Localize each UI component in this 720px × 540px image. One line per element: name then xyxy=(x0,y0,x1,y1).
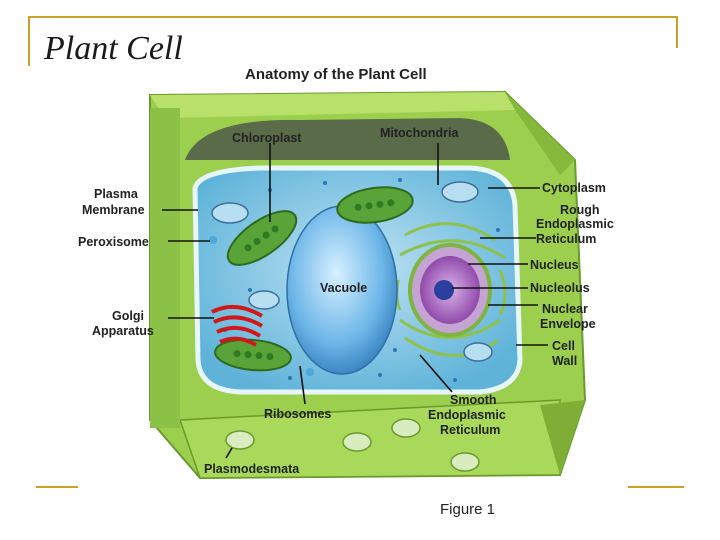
bottom-rule-left xyxy=(36,486,78,488)
label-golgi-1: Golgi xyxy=(112,309,144,323)
label-rough-er-1: Rough xyxy=(560,203,600,217)
figure-caption: Figure 1 xyxy=(440,501,495,518)
golgi-apparatus xyxy=(211,304,264,347)
nucleolus xyxy=(434,280,454,300)
label-plasma-membrane-1: Plasma xyxy=(94,187,139,201)
label-rough-er-3: Reticulum xyxy=(536,232,596,246)
label-peroxisome: Peroxisome xyxy=(78,235,149,249)
bottom-rule-right xyxy=(628,486,684,488)
label-smooth-er-2: Endoplasmic xyxy=(428,408,506,422)
label-mitochondria: Mitochondria xyxy=(380,126,460,140)
label-nuclear-envelope-2: Envelope xyxy=(540,317,596,331)
figure-title: Anatomy of the Plant Cell xyxy=(245,66,427,83)
nucleus xyxy=(408,243,492,337)
left-rule-top xyxy=(28,16,30,66)
label-cell-wall-2: Wall xyxy=(552,354,577,368)
label-vacuole: Vacuole xyxy=(320,281,367,295)
label-nucleolus: Nucleolus xyxy=(530,281,590,295)
mitochondria xyxy=(211,181,493,362)
chloroplasts xyxy=(214,186,414,372)
label-rough-er-2: Endoplasmic xyxy=(536,217,614,231)
label-cell-wall-1: Cell xyxy=(552,339,575,353)
label-smooth-er-1: Smooth xyxy=(450,393,497,407)
right-rule-top xyxy=(676,16,678,48)
endoplasmic-reticulum xyxy=(395,222,507,357)
label-plasma-membrane-2: Membrane xyxy=(82,203,145,217)
slide-title: Plant Cell xyxy=(44,30,183,67)
leader-lines xyxy=(162,143,548,459)
top-rule xyxy=(28,16,678,18)
label-chloroplast: Chloroplast xyxy=(232,131,302,145)
label-nucleus: Nucleus xyxy=(530,258,579,272)
plasmodesmata xyxy=(225,418,480,472)
label-cytoplasm: Cytoplasm xyxy=(542,181,606,195)
cell-wall-inner-rim xyxy=(185,118,510,160)
label-smooth-er-3: Reticulum xyxy=(440,423,500,437)
label-plasmodesmata: Plasmodesmata xyxy=(204,462,300,476)
label-ribosomes: Ribosomes xyxy=(264,407,331,421)
label-nuclear-envelope-1: Nuclear xyxy=(542,302,588,316)
label-golgi-2: Apparatus xyxy=(92,324,154,338)
